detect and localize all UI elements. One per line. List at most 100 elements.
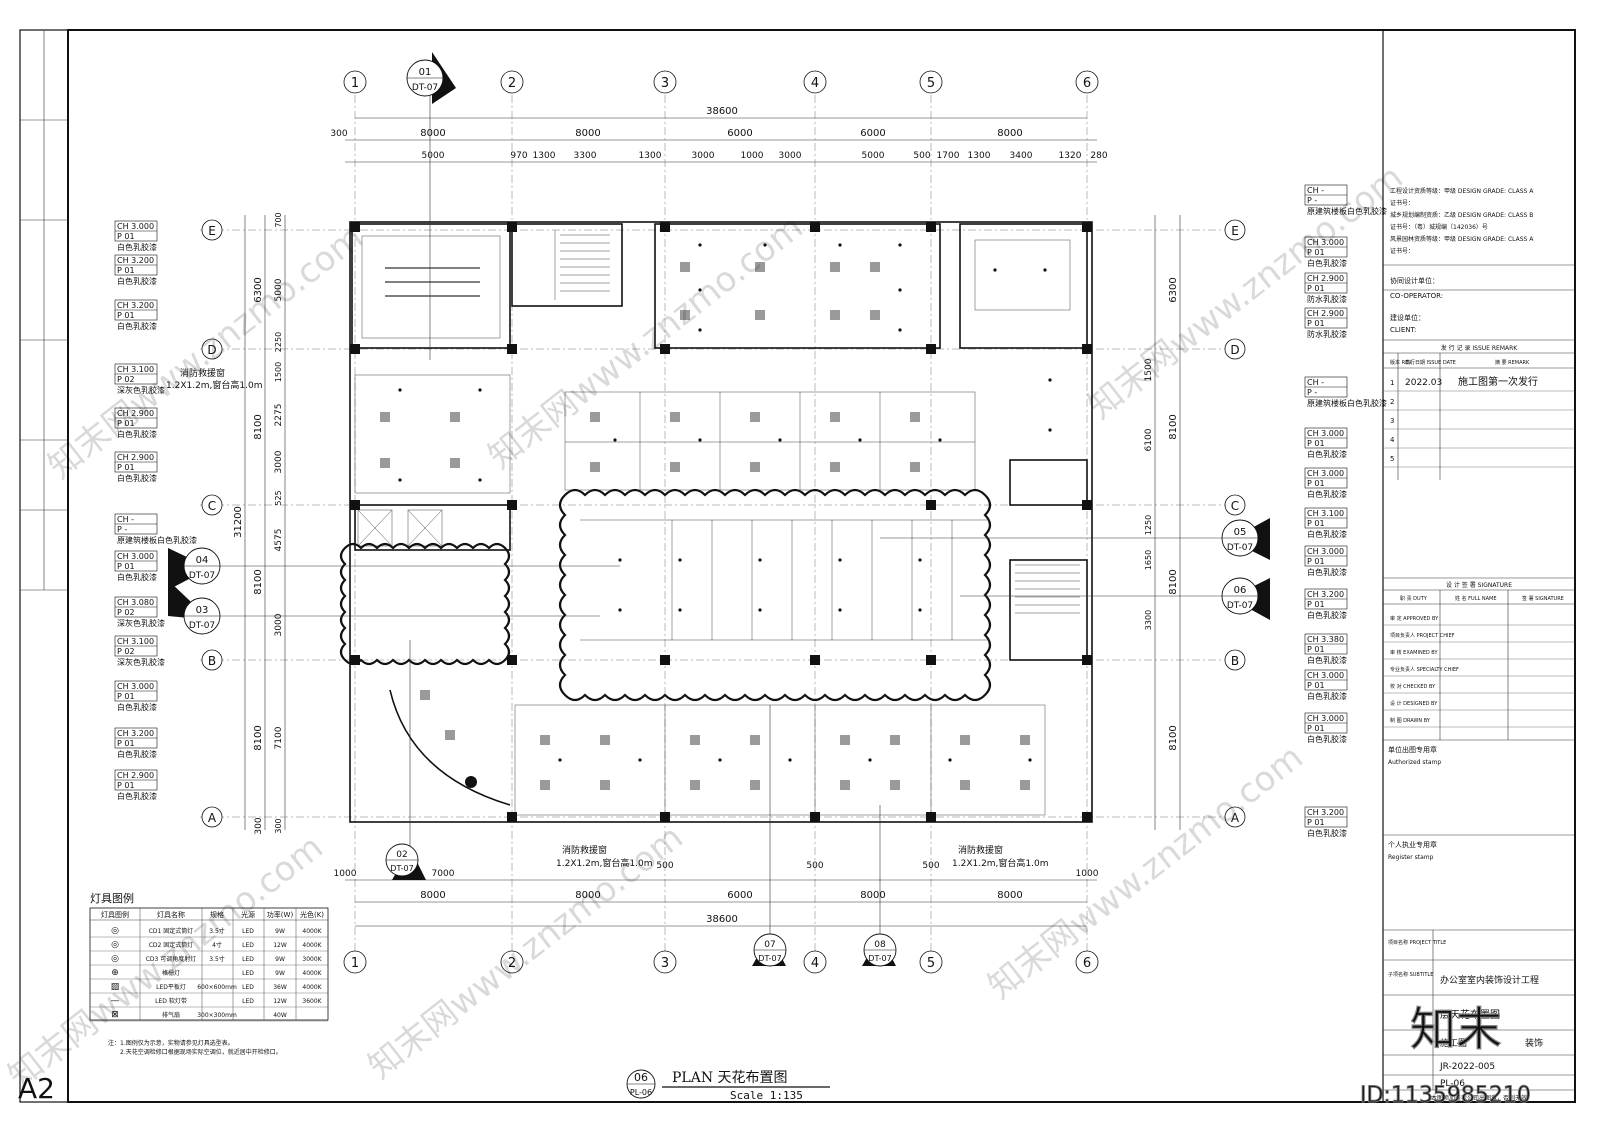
ceiling-height: CH 2.900 [117,409,154,418]
legend-cell: LED [242,984,254,991]
dim-left-detail-1: 5000 [274,278,284,301]
tb-stamp-en: Authorized stamp [1388,759,1441,766]
dim-right-detail-2: 6100 [1144,428,1154,451]
section-marker-05-ref: DT-07 [1227,543,1253,553]
finish-note: 白色乳胶漆 [117,749,157,759]
tb-sig-col-duty: 职 责 DUTY [1400,595,1428,602]
finish-note: 白色乳胶漆 [1307,489,1347,499]
legend-cell: 12W [273,942,287,949]
ceiling-height: CH 3.000 [117,552,154,561]
legend-cell: LED [242,998,254,1005]
stair-treads-top [554,230,610,300]
tb-stamp-label: 单位出图专用章 [1388,745,1437,754]
finish-note: 白色乳胶漆 [1307,567,1347,577]
dim-top-detail-1: 5000 [422,151,445,161]
watermark-badge: 知末 ID:1135985210 [1360,1001,1532,1108]
tb-project-name: 办公室室内装饰设计工程 [1440,974,1539,986]
tb-job-no: JR-2022-005 [1439,1062,1495,1072]
drawing-ref: PL-06 [630,1088,652,1097]
dim-top-span-4: 6000 [860,128,885,139]
finish-note: 原建筑楼板白色乳胶漆 [117,535,197,545]
ceiling-height: CH 3.200 [1307,590,1344,599]
tb-client-en: CLIENT: [1390,326,1416,334]
dim-right-detail-3: 1250 [1144,515,1153,535]
grille-lights [385,267,480,297]
dim-bottom-span-2: 8000 [575,890,600,901]
paint-code: P 01 [1307,724,1325,733]
paint-code: P 02 [117,375,135,384]
legend-title: 灯具图例 [90,891,134,905]
section-marker-02: 02 DT-07 [385,843,426,880]
legend-cell: 4000K [302,984,322,991]
legend-cell: 3.5寸 [209,955,225,963]
dim-bottom-detail-1: 1000 [334,869,357,879]
grid-label-6: 6 [1083,76,1091,91]
dim-top-detail-4: 3300 [574,151,597,161]
dim-top-detail-2: 970 [510,151,527,161]
duty-label: 审 核 EXAMINED BY [1390,649,1438,656]
dim-top-total: 38600 [706,106,738,117]
legend-cell: 300×300mm [197,1012,237,1019]
watermark-text-3: 知末网www.znzmo.com [1081,157,1411,427]
grid-label-D: D [207,343,216,357]
ceiling-height: CH 3.000 [117,682,154,691]
legend-note-1: 注：1.图例仅为示意，实物请参见灯具选型表。 [108,1039,234,1047]
paint-code: P 01 [117,692,135,701]
tb-grade-line: 证书号： [1390,199,1414,207]
legend-header-1: 灯具名称 [157,910,185,919]
rescue-window-note-3: 消防救援窗 [958,844,1003,856]
grid-label-2: 2 [508,76,516,91]
finish-note: 防水乳胶漆 [1307,294,1347,304]
tb-register-en: Register stamp [1388,854,1434,861]
grid-label-E-right: E [1231,224,1239,238]
legend-cell: ⊕ [111,968,119,978]
legend-cell: LED平板灯 [156,983,186,991]
ceiling-height: CH 3.000 [1307,238,1344,247]
ceiling-height: CH 3.000 [1307,547,1344,556]
dim-top-span-1: 8000 [420,128,445,139]
paint-code: P 01 [1307,600,1325,609]
grid-label-5: 5 [927,76,935,91]
ceiling-height: CH 3.000 [1307,429,1344,438]
tb-issue-header: 发 行 记 录 ISSUE REMARK [1441,344,1519,352]
section-marker-02-id: 02 [396,850,407,860]
led-panel-tiles [380,262,1030,790]
grid-bubbles-right: E D C B A [1224,219,1246,828]
grid-label-4: 4 [811,76,819,91]
legend-cell: 9W [275,928,285,935]
dim-top-span-2: 8000 [575,128,600,139]
lighting-legend: 灯具图例 灯具图例 灯具名称 规格 光源 功率(W) 光色(K) ◎CD1 固定… [89,891,329,1056]
section-marker-02-ref: DT-07 [390,864,413,873]
issue-rev: 1 [1390,379,1394,387]
dim-top-detail-7: 1000 [741,151,764,161]
grid-label-5-bottom: 5 [927,956,935,971]
ceiling-height: CH - [1307,186,1324,195]
legend-cell: 排气扇 [162,1011,180,1019]
ceiling-height: CH - [117,515,134,524]
legend-cell: ▨ [111,982,120,992]
dim-top-span-5: 8000 [997,128,1022,139]
finish-note: 白色乳胶漆 [117,242,157,252]
tb-grade-line: 工程设计资质等级：甲级 DESIGN GRADE: CLASS A [1390,187,1534,195]
section-marker-07-id: 07 [764,940,775,950]
paint-code: P 01 [117,266,135,275]
duty-label: 设 计 DESIGNED BY [1390,700,1438,707]
ceiling-tag-right-4: CH -P -原建筑楼板白色乳胶漆 [1304,376,1387,408]
finish-note: 白色乳胶漆 [117,276,157,286]
finish-note: 白色乳胶漆 [1307,828,1347,838]
ceiling-height: CH 3.200 [1307,808,1344,817]
paint-code: P 01 [1307,645,1325,654]
paint-code: P 01 [1307,248,1325,257]
center-ceiling-strips [580,519,990,641]
duty-label: 专业负责人 SPECIALTY CHIEF [1390,666,1459,673]
finish-note: 深灰色乳胶漆 [117,618,165,628]
dim-top-detail-6: 3000 [692,151,715,161]
